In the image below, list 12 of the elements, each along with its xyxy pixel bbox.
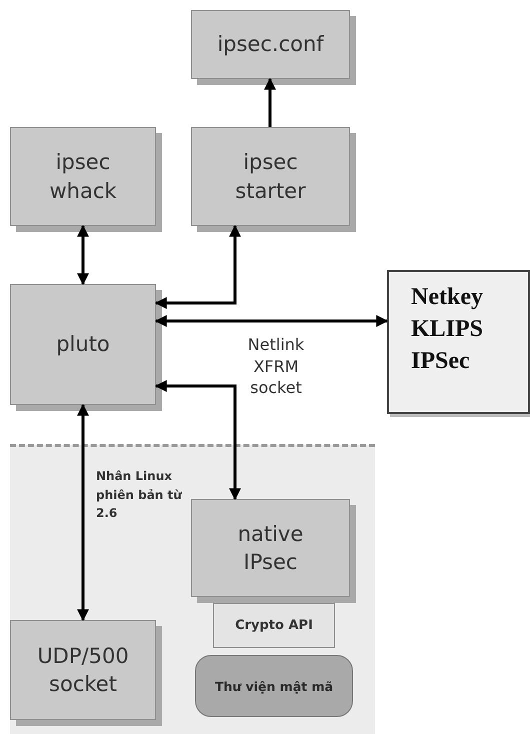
arrow — [77, 224, 89, 286]
library-box: Thư viện mật mã — [195, 655, 353, 717]
connector-label: Netlink XFRM socket — [246, 334, 306, 399]
arrow — [154, 224, 241, 309]
arrow — [77, 404, 89, 622]
component-box: Crypto API — [213, 603, 335, 648]
arrow — [264, 78, 276, 127]
component-box: Netkey KLIPS IPSec — [387, 270, 530, 414]
arrow — [154, 380, 241, 500]
region-label: Nhân Linux phiên bản từ 2.6 — [96, 468, 183, 522]
arrow — [154, 315, 388, 327]
kernel-region — [10, 445, 375, 734]
